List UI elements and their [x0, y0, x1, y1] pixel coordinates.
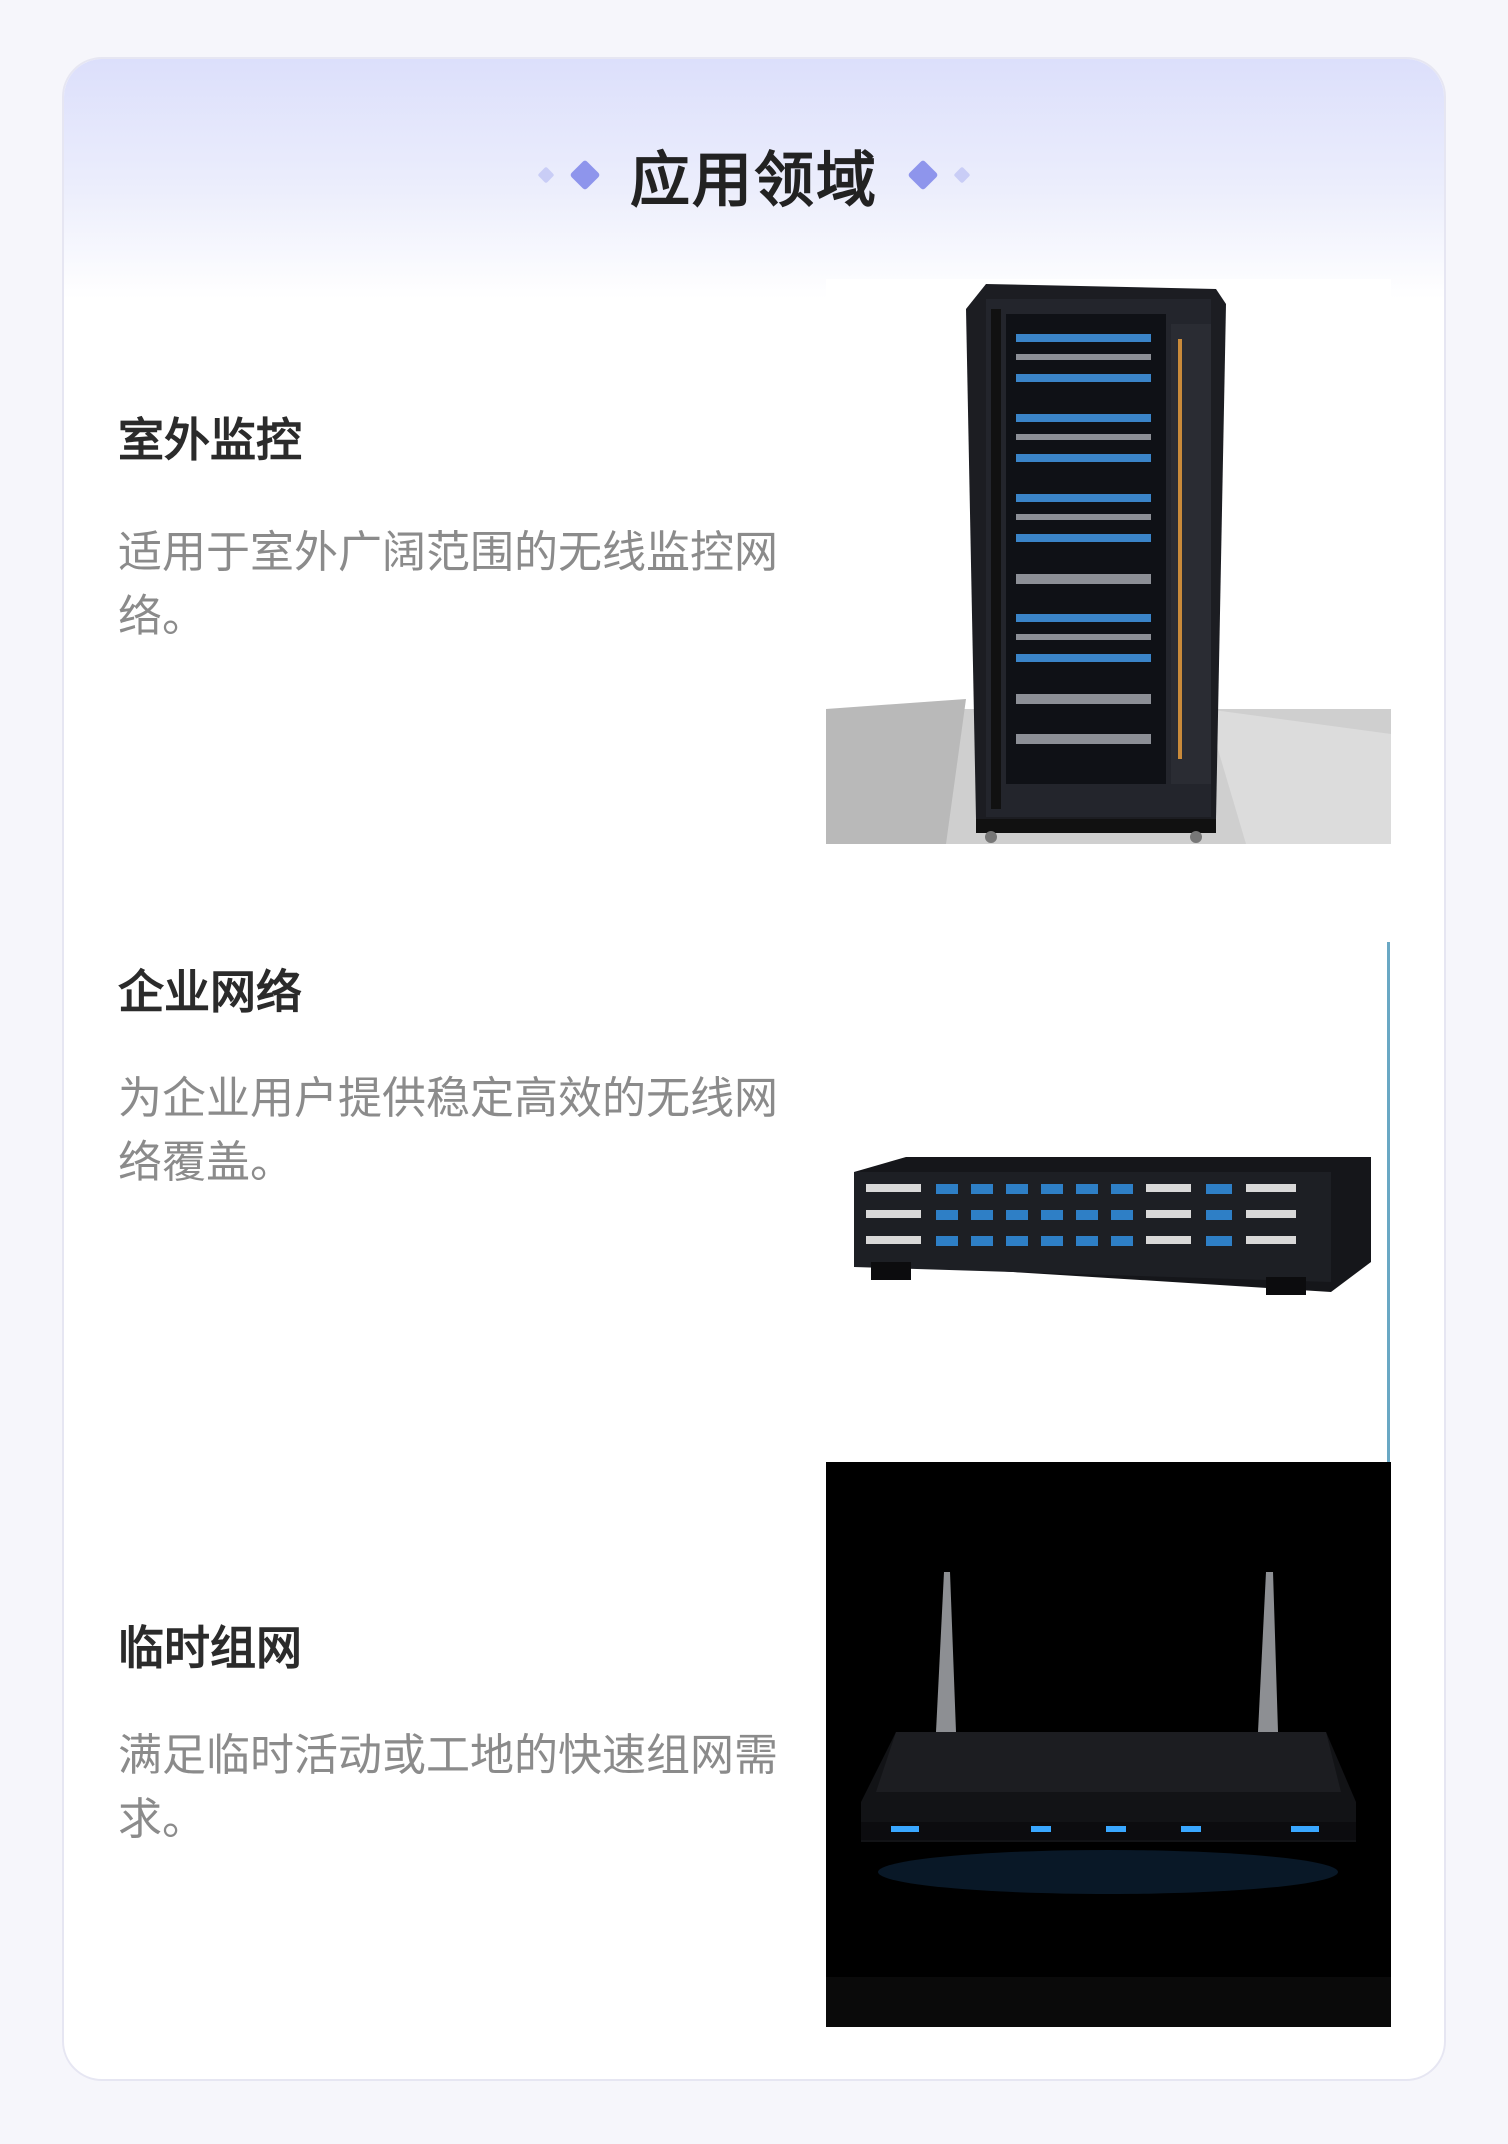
network-switch-image: [826, 922, 1391, 1487]
diamond-ornament-icon: [953, 166, 971, 184]
item-description: 为企业用户提供稳定高效的无线网络覆盖。: [118, 1073, 778, 1188]
page-title: 应用领域: [630, 145, 878, 216]
diamond-ornament-icon: [569, 159, 601, 191]
network-switch-icon: [826, 922, 1391, 1487]
item-description: 适用于室外广阔范围的无线监控网络。: [118, 527, 778, 642]
diamond-ornament-icon: [907, 159, 939, 191]
server-rack-icon: [826, 279, 1391, 844]
wireless-router-image: [826, 1462, 1391, 2027]
diamond-ornament-icon: [537, 166, 555, 184]
item-title: 企业网络: [118, 965, 302, 1019]
item-description: 满足临时活动或工地的快速组网需求。: [118, 1730, 778, 1845]
server-rack-image: [826, 279, 1391, 844]
card-header: 应用领域: [64, 59, 1444, 299]
application-fields-card: 应用领域 室外监控 适用于室外广阔范围的无线监控网络。: [62, 57, 1446, 2081]
title-group: 应用领域: [537, 132, 971, 219]
item-title: 临时组网: [118, 1621, 302, 1675]
wireless-router-icon: [826, 1462, 1391, 2027]
item-title: 室外监控: [118, 413, 302, 467]
